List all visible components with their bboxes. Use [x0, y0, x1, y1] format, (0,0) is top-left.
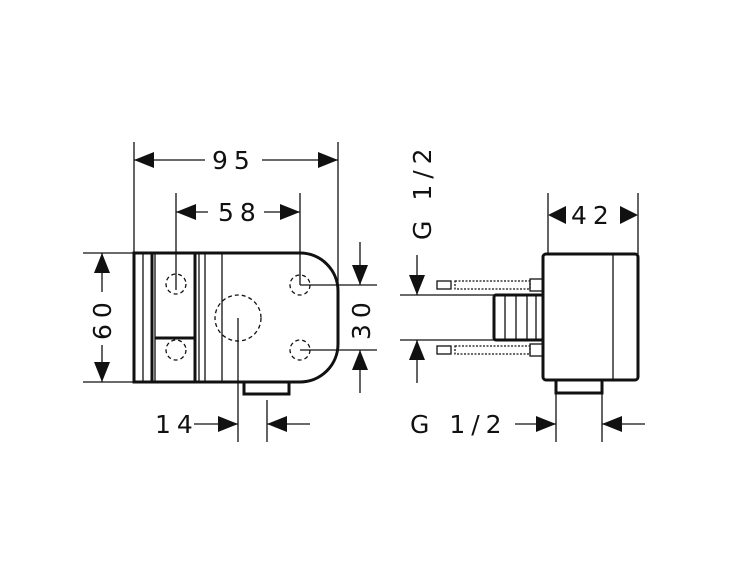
dimension-14: 14 — [155, 410, 199, 439]
dimension-60: 60 — [88, 296, 117, 340]
dimension-95: 95 — [212, 146, 256, 175]
side-body-outline — [541, 252, 640, 382]
front-body-outline — [132, 251, 340, 384]
dimension-58: 58 — [218, 198, 262, 227]
wall-stem — [492, 293, 545, 342]
outlet-nub — [242, 382, 291, 396]
side-outlet-nub — [554, 380, 604, 395]
dimension-30: 30 — [347, 296, 376, 340]
mounting-hole — [165, 273, 187, 295]
mounting-hole — [165, 339, 187, 361]
threaded-rod — [436, 343, 544, 357]
side-view: G 1/2 42 G 1/2 — [400, 142, 645, 442]
dimension-42: 42 — [571, 201, 615, 230]
dimension-outlet-thread: G 1/2 — [410, 410, 508, 439]
threaded-rod — [436, 278, 544, 292]
front-view: 95 58 60 30 14 — [83, 142, 377, 442]
dimension-inlet-thread: G 1/2 — [408, 142, 437, 240]
